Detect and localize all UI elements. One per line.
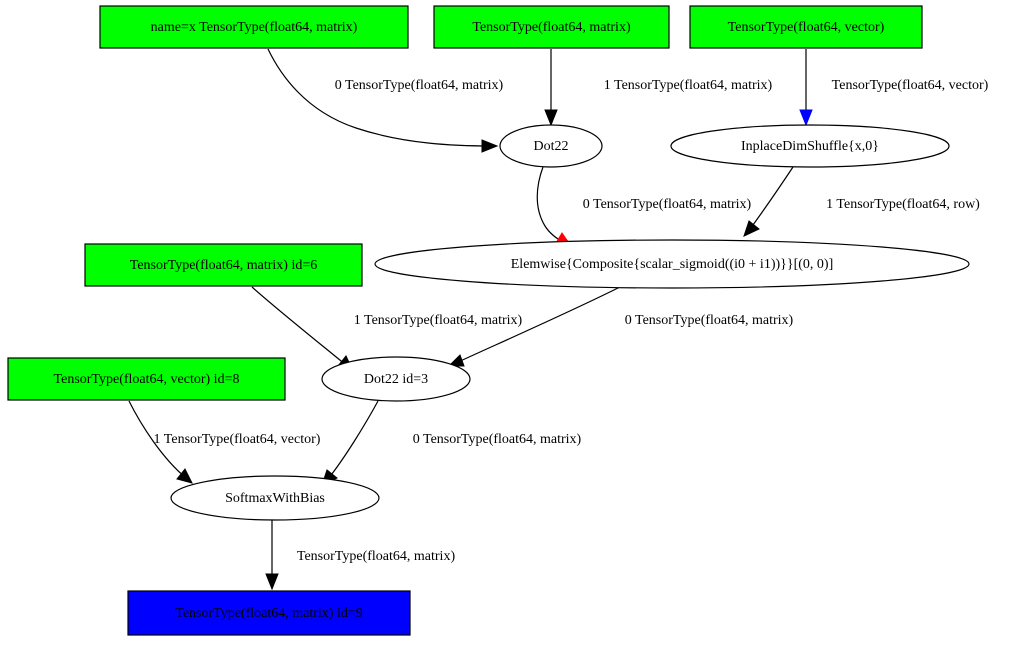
node-shape-ellipse[interactable] [499, 124, 603, 168]
graph-edge: 1 TensorType(float64, matrix) [544, 49, 773, 127]
graph-node-dimshuffle[interactable]: InplaceDimShuffle{x,0} [670, 124, 950, 168]
node-label: TensorType(float64, matrix) id=6 [130, 258, 318, 273]
node-shape-box[interactable] [433, 5, 670, 49]
nodes-layer: name=x TensorType(float64, matrix) Tensor… [7, 5, 970, 636]
edge-label: TensorType(float64, vector) [832, 78, 989, 93]
edge-label: 1 TensorType(float64, vector) [154, 432, 321, 447]
node-shape-ellipse[interactable] [321, 356, 471, 402]
node-shape-box[interactable] [99, 5, 409, 49]
edge-arrowhead [176, 468, 193, 484]
graph-node-in_w2[interactable]: TensorType(float64, matrix) id=6 [84, 243, 363, 287]
edge-line [749, 166, 794, 230]
node-label: InplaceDimShuffle{x,0} [741, 139, 879, 154]
node-shape-box[interactable] [84, 243, 363, 287]
node-label: Elemwise{Composite{scalar_sigmoid((i0 + … [511, 257, 834, 272]
edge-label: 1 TensorType(float64, matrix) [354, 313, 523, 328]
edge-line [455, 286, 621, 364]
graph-edge: 0 TensorType(float64, matrix) [447, 286, 794, 367]
edge-label: 1 TensorType(float64, row) [826, 197, 980, 212]
node-shape-ellipse[interactable] [170, 475, 380, 521]
node-shape-box[interactable] [127, 590, 411, 636]
node-label: TensorType(float64, vector) id=8 [54, 372, 240, 387]
node-shape-box[interactable] [689, 5, 923, 49]
edge-label: 0 TensorType(float64, matrix) [413, 432, 582, 447]
edge-line [267, 48, 493, 147]
edge-arrowhead [265, 573, 279, 591]
graph-edge: TensorType(float64, matrix) [265, 520, 456, 591]
node-shape-box[interactable] [7, 357, 286, 401]
graph-edge: 0 TensorType(float64, matrix) [321, 400, 582, 486]
graph-edge: 1 TensorType(float64, vector) [128, 400, 321, 484]
graph-node-softmax[interactable]: SoftmaxWithBias [170, 475, 380, 521]
edge-label: 0 TensorType(float64, matrix) [335, 78, 504, 93]
graph-node-out_y[interactable]: TensorType(float64, matrix) id=9 [127, 590, 411, 636]
node-label: name=x TensorType(float64, matrix) [151, 20, 358, 35]
edge-label: TensorType(float64, matrix) [297, 549, 456, 564]
graph-edge: 1 TensorType(float64, row) [743, 166, 980, 237]
node-label: Dot22 [534, 139, 569, 154]
edge-label: 1 TensorType(float64, matrix) [604, 78, 773, 93]
edges-layer: 0 TensorType(float64, matrix) 1 TensorTyp… [128, 48, 989, 591]
graph-node-in_b2[interactable]: TensorType(float64, vector) id=8 [7, 357, 286, 401]
edge-arrowhead [544, 109, 558, 127]
graph-edge: TensorType(float64, vector) [799, 49, 989, 127]
node-label: Dot22 id=3 [364, 372, 428, 387]
graph-edge: 0 TensorType(float64, matrix) [536, 166, 752, 247]
graph-node-in_b1[interactable]: TensorType(float64, vector) [689, 5, 923, 49]
node-label: TensorType(float64, vector) [728, 20, 885, 35]
graph-node-elemwise[interactable]: Elemwise{Composite{scalar_sigmoid((i0 + … [374, 239, 970, 289]
graph-node-dot22_b[interactable]: Dot22 id=3 [321, 356, 471, 402]
node-label: SoftmaxWithBias [225, 491, 325, 506]
edge-line [536, 166, 566, 244]
edge-arrowhead [481, 139, 499, 153]
graph-node-in_x[interactable]: name=x TensorType(float64, matrix) [99, 5, 409, 49]
edge-arrowhead [799, 109, 813, 127]
node-label: TensorType(float64, matrix) [472, 20, 631, 35]
edge-line [128, 400, 187, 479]
graph-node-in_w1[interactable]: TensorType(float64, matrix) [433, 5, 670, 49]
edge-label: 0 TensorType(float64, matrix) [625, 313, 794, 328]
node-shape-ellipse[interactable] [374, 239, 970, 289]
edge-label: 0 TensorType(float64, matrix) [583, 197, 752, 212]
graph-edge: 0 TensorType(float64, matrix) [267, 48, 504, 153]
node-label: TensorType(float64, matrix) id=9 [175, 606, 363, 621]
edge-line [251, 286, 347, 366]
node-shape-ellipse[interactable] [670, 124, 950, 168]
edge-line [327, 400, 379, 480]
edge-arrowhead [743, 220, 760, 237]
graph-node-dot22_a[interactable]: Dot22 [499, 124, 603, 168]
